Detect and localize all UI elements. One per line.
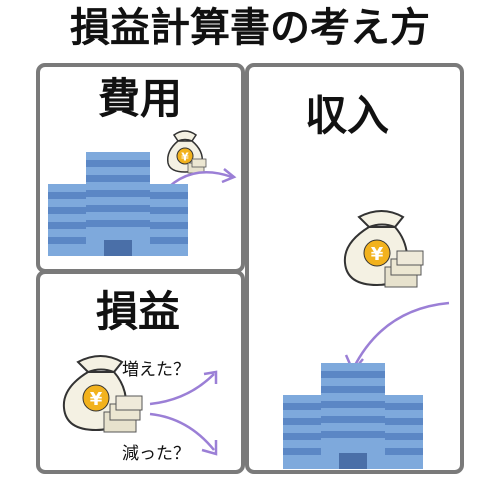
yen-symbol: ¥ — [90, 389, 103, 410]
profit-label: 損益 — [96, 287, 181, 336]
revenue-label: 収入 — [305, 91, 390, 140]
money-bag-icon: ¥ — [166, 130, 207, 174]
expense-label: 費用 — [98, 74, 183, 123]
money-bag-icon: ¥ — [62, 355, 143, 433]
building-icon — [48, 152, 188, 256]
money-bag-icon: ¥ — [343, 210, 424, 288]
increase-arrow-icon — [149, 370, 218, 406]
building-icon — [283, 363, 423, 469]
page-title: 損益計算書の考え方 — [70, 5, 430, 51]
increase-label: 増えた？ — [122, 360, 190, 380]
yen-symbol: ¥ — [371, 244, 384, 265]
yen-symbol: ¥ — [181, 151, 189, 164]
decrease-label: 減った？ — [122, 444, 190, 464]
expense-panel: 費用 ¥ — [36, 63, 245, 273]
revenue-panel: 収入 ¥ — [245, 63, 464, 474]
decrease-arrow-icon — [149, 412, 218, 456]
profit-panel: 損益 ¥ 増えた？ 減った？ — [36, 270, 245, 474]
